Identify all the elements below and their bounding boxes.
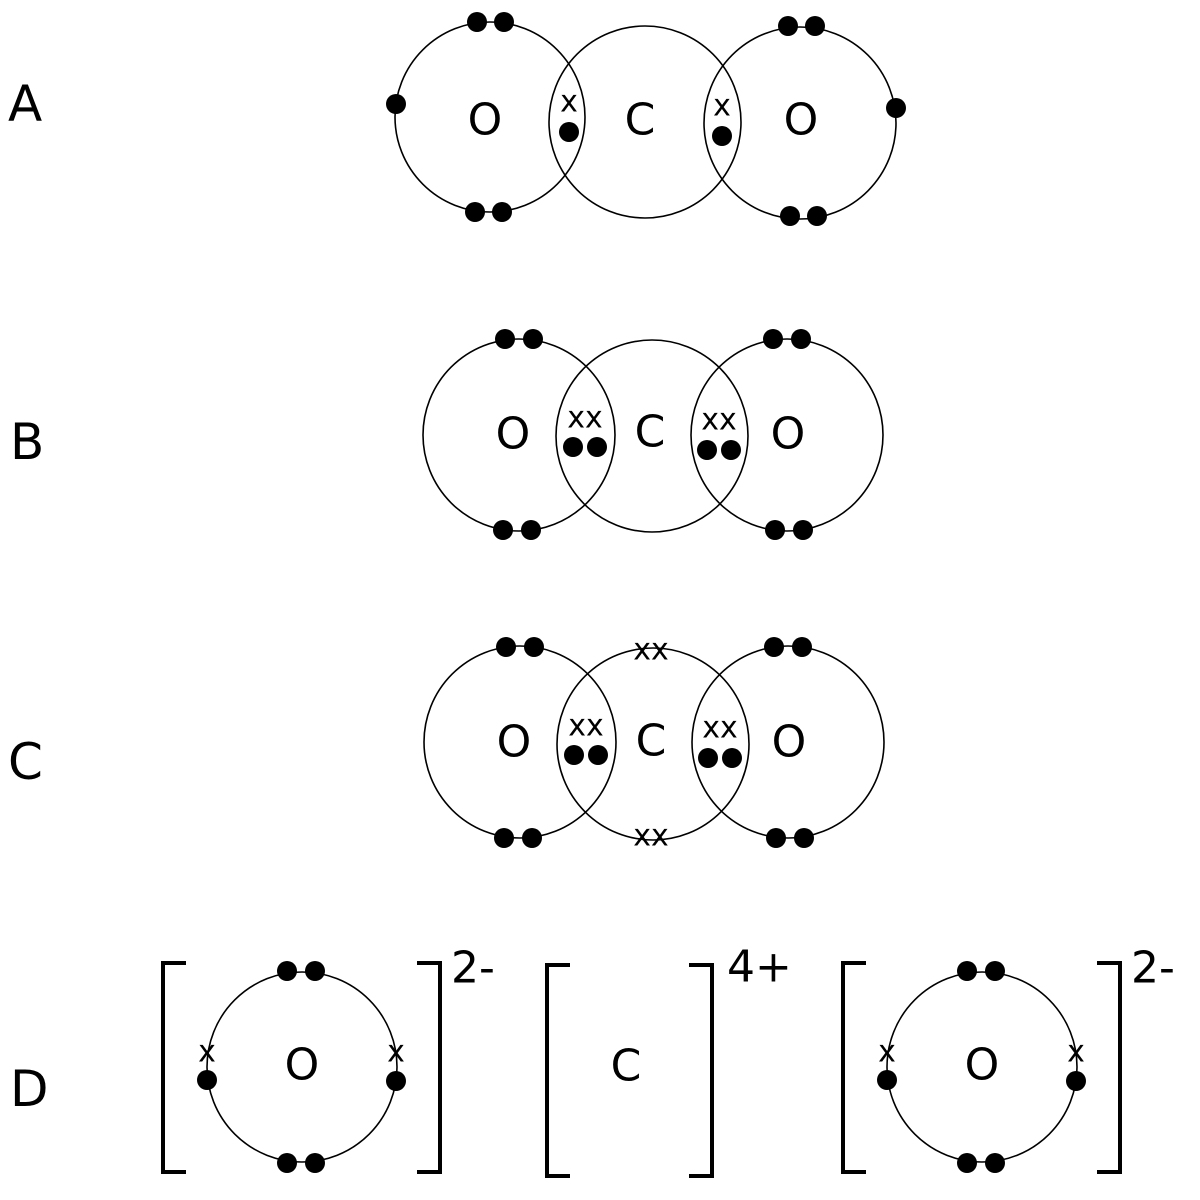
carbon-electron-crosses: xx — [702, 711, 738, 746]
oxygen-symbol: O — [285, 1040, 320, 1091]
ion-charge: 2- — [451, 943, 495, 994]
oxygen-shared-electron — [712, 126, 732, 146]
option-label-c: C — [8, 733, 43, 791]
oxygen-shared-electrons — [697, 440, 741, 460]
oxide-ion-right: O x x 2- — [841, 943, 1175, 1174]
option-label-d: D — [10, 1060, 49, 1118]
oxygen-symbol-left: O — [497, 717, 532, 768]
gained-electron-cross: x — [198, 1035, 216, 1070]
option-c-diagram: O C O xx xx xx xx — [423, 633, 885, 854]
oxygen-shell-left — [422, 338, 616, 532]
oxygen-right-electrons — [763, 329, 813, 540]
oxygen-shell-left — [394, 21, 586, 213]
bracket-right — [689, 963, 714, 1178]
carbon-electron-cross: x — [560, 85, 578, 120]
gained-electron-cross: x — [387, 1035, 405, 1070]
option-label-b: B — [10, 413, 44, 471]
oxygen-symbol-right: O — [771, 409, 806, 460]
carbon-symbol: C — [611, 1041, 642, 1092]
oxygen-right-electrons — [764, 637, 814, 848]
oxygen-shell-right — [703, 26, 897, 220]
carbon-symbol: C — [636, 716, 667, 767]
oxide-ion-left: O x x 2- — [161, 943, 495, 1174]
option-b-diagram: O C O xx xx — [422, 329, 884, 540]
oxygen-symbol-right: O — [784, 95, 819, 146]
carbon-symbol: C — [625, 95, 656, 146]
carbon-shell — [556, 647, 750, 841]
carbon-electron-cross: x — [713, 89, 731, 124]
oxygen-shared-electron — [559, 122, 579, 142]
carbon-electron-crosses: xx — [567, 401, 603, 436]
oxygen-shared-electrons — [563, 437, 607, 457]
ion-charge: 4+ — [727, 942, 792, 993]
oxygen-left-electrons — [493, 329, 543, 540]
bracket-left — [841, 961, 866, 1174]
oxygen-symbol-left: O — [496, 409, 531, 460]
carbon-electron-crosses: xx — [568, 709, 604, 744]
oxygen-right-electrons — [778, 16, 906, 226]
bracket-left — [545, 963, 570, 1178]
carbon-ion: C 4+ — [545, 942, 792, 1178]
oxygen-shared-electrons — [564, 745, 608, 765]
oxygen-shell-right — [691, 645, 885, 839]
oxygen-symbol-left: O — [468, 95, 503, 146]
oxygen-left-electrons — [386, 12, 514, 222]
oxygen-shared-electrons — [698, 748, 742, 768]
gained-electron-cross: x — [1067, 1035, 1085, 1070]
bracket-right — [417, 961, 442, 1174]
bracket-right — [1097, 961, 1122, 1174]
oxygen-left-electrons — [494, 637, 544, 848]
gained-electron-cross: x — [878, 1035, 896, 1070]
carbon-shell — [548, 25, 742, 219]
carbon-lone-pair-bottom: xx — [633, 819, 669, 854]
oxygen-symbol-right: O — [772, 717, 807, 768]
oxygen-symbol: O — [965, 1040, 1000, 1091]
carbon-electron-crosses: xx — [701, 403, 737, 438]
carbon-symbol: C — [635, 407, 666, 458]
option-a-diagram: O C O x x — [386, 12, 906, 226]
oxygen-shell-right — [690, 338, 884, 532]
option-d-diagram: O x x 2- C 4+ O x x 2- — [161, 942, 1175, 1178]
oxygen-shell-left — [423, 645, 617, 839]
carbon-shell — [555, 339, 749, 533]
option-label-a: A — [8, 75, 42, 133]
ion-charge: 2- — [1131, 943, 1175, 994]
oxygen-shell — [206, 971, 398, 1163]
carbon-lone-pair-top: xx — [633, 633, 669, 668]
bracket-left — [161, 961, 186, 1174]
oxygen-shell — [886, 971, 1078, 1163]
